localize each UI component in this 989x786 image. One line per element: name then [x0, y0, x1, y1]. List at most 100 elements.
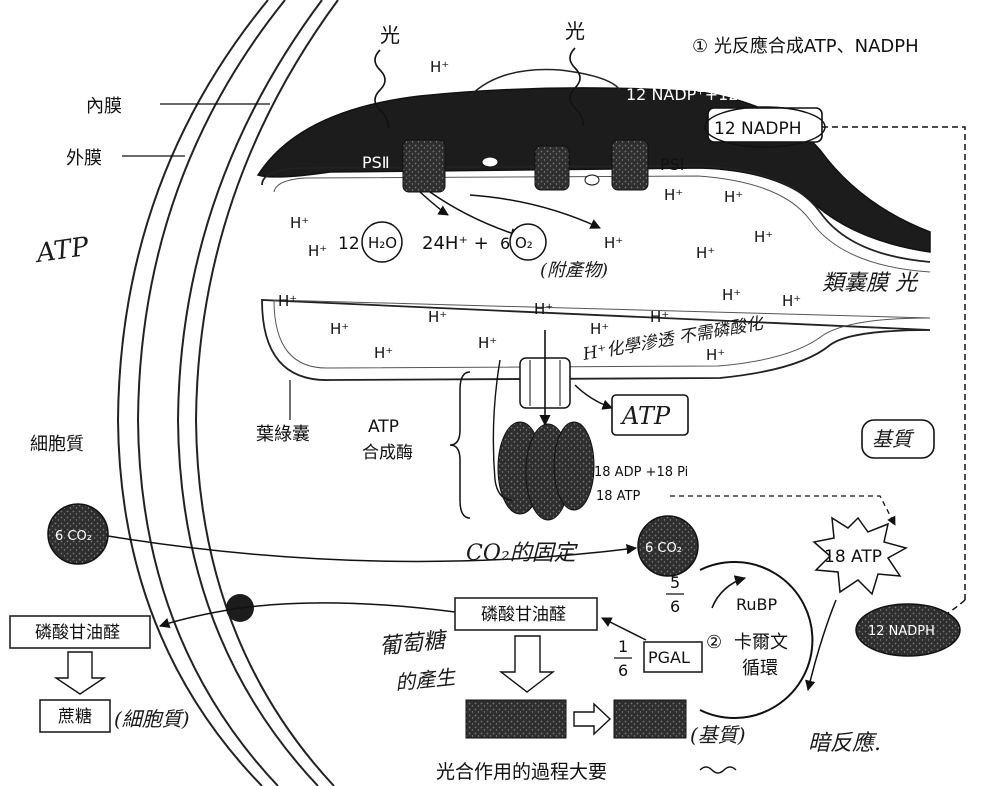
- product-block-left: [465, 699, 567, 739]
- hand-glucose-1: 葡萄糖: [378, 628, 449, 660]
- thylakoid-lumen-outline: [261, 165, 931, 381]
- atp-18-small-label: 18 ATP: [596, 489, 640, 504]
- down-arrow-left: [53, 651, 107, 695]
- inner-membrane-inner-line: [194, 0, 339, 786]
- atp-18-star-label: 18 ATP: [824, 547, 882, 567]
- nadph-box-label: 12 NADPH: [714, 119, 802, 139]
- co2-left-circle: [47, 503, 109, 565]
- oxygen-label: O₂: [515, 234, 533, 252]
- light-label-left: 光: [380, 23, 400, 47]
- co2-right-circle: [637, 515, 699, 577]
- co2-left-label: 6 CO₂: [55, 529, 92, 544]
- thylakoid-hump: [469, 68, 621, 97]
- export-arrow: [159, 602, 456, 628]
- nadph-dashed-path: [822, 126, 966, 600]
- nadp-equation: 12 NADP⁺+12 H⁺: [626, 85, 764, 104]
- fraction-1-den: 6: [618, 661, 628, 680]
- hand-stroma-note: (基質): [690, 723, 746, 747]
- hplus-4: H⁺: [290, 214, 309, 232]
- hplus-9: H⁺: [278, 292, 297, 310]
- cytochrome-complex: [534, 145, 570, 191]
- sucrose-box: [39, 699, 111, 733]
- hplus-2: H⁺: [664, 186, 683, 204]
- hplus-8: H⁺: [696, 244, 715, 262]
- inner-membrane-outer-line: [176, 0, 323, 786]
- pgal-to-g3p-arrow: [601, 617, 647, 641]
- light-squiggle-right: [569, 47, 585, 127]
- hand-glucose-2: 的產生: [394, 665, 458, 695]
- water-eq-12: 12: [338, 234, 360, 254]
- nadph-box-handdrawn-ring: [704, 106, 826, 148]
- g3p-center-box: [454, 597, 598, 631]
- hand-byproduct: (附產物): [540, 260, 608, 281]
- adp-pi-label: 18 ADP +18 Pi: [594, 465, 688, 480]
- hplus-7: H⁺: [604, 234, 623, 252]
- water-eq-6: 6: [500, 234, 510, 253]
- oxygen-circle: [509, 223, 547, 261]
- thylakoid-label: 葉綠囊: [256, 424, 310, 445]
- thylakoid-lumen-inner: [273, 175, 931, 369]
- g3p-left-box: [9, 615, 151, 649]
- fraction-1-num: 1: [618, 637, 628, 656]
- atp-synthase-label-2: 合成酶: [362, 443, 413, 463]
- atp-synthase-bracket: [449, 371, 471, 519]
- inner-membrane-label: 內膜: [86, 96, 122, 117]
- photosystem-ii: [402, 139, 446, 193]
- hplus-12: H⁺: [782, 292, 801, 310]
- atp-synthase: [492, 330, 595, 521]
- hplus-16: H⁺: [650, 308, 669, 326]
- hplus-5: H⁺: [308, 242, 327, 260]
- hplus-17: H⁺: [374, 344, 393, 362]
- hplus-1: H⁺: [430, 58, 449, 76]
- calvin-label-2: 循環: [742, 658, 778, 679]
- hand-dark-reaction: 暗反應.: [808, 731, 881, 756]
- atp-handdrawn-arrow: [574, 384, 613, 410]
- cytoplasm-label: 細胞質: [30, 434, 84, 455]
- hplus-6: H⁺: [754, 228, 773, 246]
- photosystem-i: [611, 139, 649, 191]
- atp-dashed-arrow: [670, 495, 896, 526]
- stroma-handdrawn-box: [861, 419, 935, 459]
- g3p-left-label: 磷酸甘油醛: [35, 623, 120, 643]
- water-circle: [361, 221, 403, 263]
- atp-star: [812, 516, 908, 596]
- psi-label: PSⅠ: [660, 155, 685, 174]
- hplus-19: H⁺: [706, 346, 725, 364]
- calvin-number: ②: [706, 632, 722, 653]
- pgal-box: [643, 641, 703, 673]
- outer-membrane-label: 外膜: [66, 148, 102, 169]
- calvin-label-1: 卡爾文: [734, 632, 788, 653]
- hplus-3: H⁺: [724, 188, 743, 206]
- pgal-label: PGAL: [648, 648, 690, 667]
- hand-thylakoid-membrane: 類囊膜 光: [822, 271, 919, 296]
- calvin-cycle: [699, 561, 837, 719]
- hand-stroma: 基質: [872, 427, 915, 451]
- outer-membrane-inner-line: [136, 0, 286, 786]
- down-arrow-center: [498, 635, 556, 693]
- light-squiggle-left: [374, 49, 390, 129]
- hplus-13: H⁺: [330, 320, 349, 338]
- rubp-label: RuBP: [736, 595, 778, 614]
- nadph-box: [707, 107, 823, 143]
- hplus-15: H⁺: [590, 320, 609, 338]
- light-reaction-arrows: [419, 191, 601, 239]
- hplus-10: H⁺: [534, 300, 553, 318]
- chloroplast-envelope: [116, 0, 339, 786]
- hplus-14: H⁺: [428, 308, 447, 326]
- water-label: H₂O: [368, 234, 397, 252]
- hand-atp-left: ATP: [33, 232, 91, 269]
- hplus-11: H⁺: [722, 286, 741, 304]
- outer-membrane-outer-line: [116, 0, 269, 786]
- nadph-oval: [855, 603, 961, 657]
- printed-labels: 光 光 ① 光反應合成ATP、NADPH 內膜 外膜 PSⅡ PSⅠ 12 NA…: [30, 19, 935, 783]
- hand-cytoplasm-note: (細胞質): [114, 707, 190, 731]
- hand-atp-box: ATP: [620, 402, 671, 430]
- nadph-oval-label: 12 NADPH: [868, 624, 935, 639]
- caption-squiggle: [699, 766, 737, 774]
- light-label-right: 光: [565, 19, 585, 43]
- hollow-right-arrow: [573, 702, 612, 736]
- psii-label: PSⅡ: [362, 153, 390, 172]
- thylakoid-dark-cap: [256, 87, 931, 253]
